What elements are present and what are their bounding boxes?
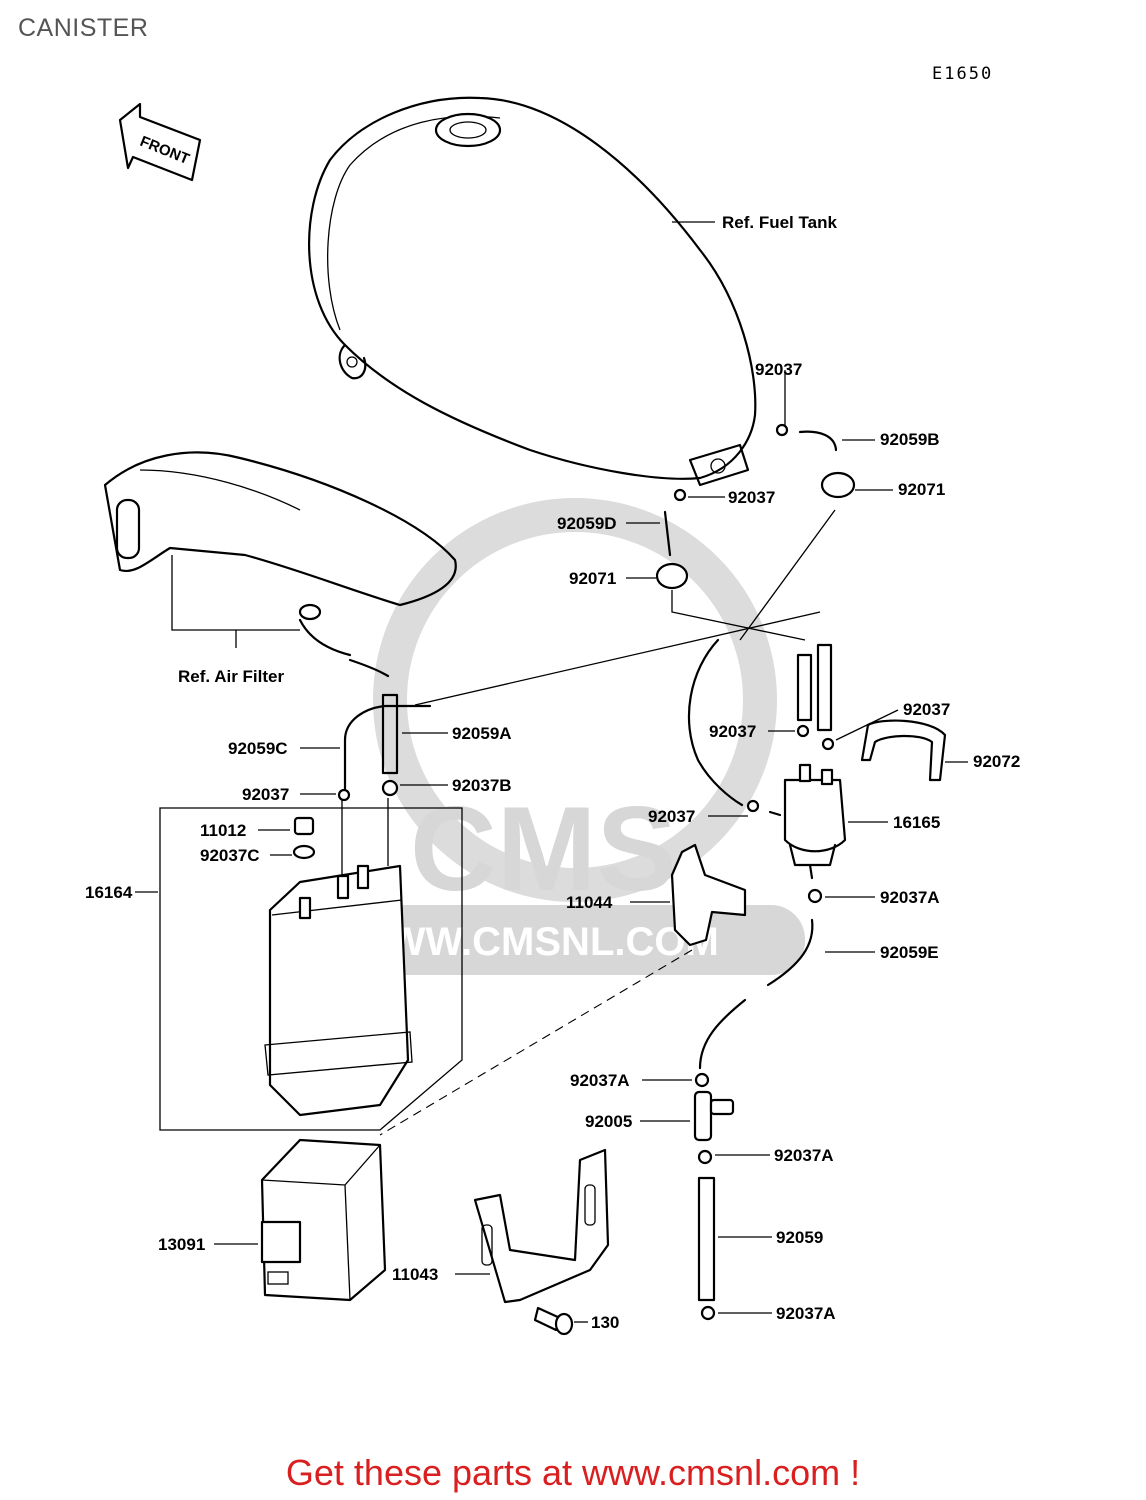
clamp-92037a-1	[807, 888, 823, 904]
label-92071-left: 92071	[569, 569, 616, 588]
front-arrow-icon: FRONT	[118, 102, 202, 182]
cover-13091	[260, 1138, 387, 1302]
label-92037-left: 92037	[242, 785, 289, 804]
label-11012: 11012	[200, 821, 246, 840]
clamp-92037c	[292, 844, 316, 860]
joint-92005	[693, 1090, 735, 1142]
label-92037-right: 92037	[903, 700, 950, 719]
label-92037a-2: 92037A	[570, 1071, 630, 1090]
label-92037-top: 92037	[755, 360, 802, 379]
guide-line-11044	[379, 949, 693, 1136]
label-13091: 13091	[158, 1235, 205, 1254]
label-92059: 92059	[776, 1228, 823, 1247]
label-16165: 16165	[893, 813, 940, 832]
label-92037b: 92037B	[452, 776, 512, 795]
label-92037c: 92037C	[200, 846, 260, 865]
label-92005: 92005	[585, 1112, 632, 1131]
clamp-92037-right	[821, 737, 835, 751]
hose-lower	[698, 998, 747, 1070]
label-92059b: 92059B	[880, 430, 940, 449]
hose-92059d	[663, 510, 672, 557]
label-ref-fuel-tank: Ref. Fuel Tank	[722, 213, 837, 232]
hose-92059e	[766, 918, 814, 987]
clamp-92072	[860, 719, 947, 782]
canister-16164	[264, 798, 413, 1117]
clamp-92037a-2	[694, 1072, 710, 1088]
page-title: CANISTER	[18, 14, 149, 42]
label-92072: 92072	[973, 752, 1020, 771]
clamp-92037a-4	[700, 1305, 716, 1321]
label-92037-mid: 92037	[709, 722, 756, 741]
clamp-92037-tank	[673, 488, 687, 502]
label-11044: 11044	[566, 893, 613, 912]
air-filter	[103, 451, 457, 678]
clamp-92037b	[381, 779, 399, 797]
label-16164: 16164	[85, 883, 133, 902]
watermark-url: WWW.CMSNL.COM	[350, 920, 719, 964]
label-92071-right: 92071	[898, 480, 945, 499]
label-92037a-3: 92037A	[774, 1146, 834, 1165]
hose-92059	[697, 1176, 716, 1302]
bolt-130	[533, 1306, 574, 1336]
label-11043: 11043	[392, 1265, 438, 1284]
label-92059a: 92059A	[452, 724, 512, 743]
bracket-11044	[670, 843, 747, 947]
diagram-code: E1650	[932, 64, 993, 84]
label-92037-filter: 92037	[648, 807, 695, 826]
label-92037a-4: 92037A	[776, 1304, 836, 1323]
hose-92059c	[343, 704, 432, 792]
cap-92071-right	[820, 471, 856, 499]
leader-air-filter	[171, 555, 300, 648]
clamp-92037-mid	[796, 724, 810, 738]
cap-11012	[293, 816, 315, 836]
connection-lines	[671, 509, 836, 641]
fuel-tank	[308, 96, 757, 487]
label-92037a-1: 92037A	[880, 888, 940, 907]
label-92059c: 92059C	[228, 739, 288, 758]
bracket-11043	[473, 1148, 610, 1304]
label-92037-tank: 92037	[728, 488, 775, 507]
clamp-92037-left	[337, 788, 351, 802]
clamp-92037a-3	[697, 1149, 713, 1165]
clamp-92037-filter	[746, 799, 760, 813]
label-130: 130	[591, 1313, 619, 1332]
hose-pair	[796, 643, 833, 732]
label-92059e: 92059E	[880, 943, 939, 962]
long-hose	[687, 638, 744, 807]
footer-cta-link[interactable]: Get these parts at www.cmsnl.com !	[285, 1452, 861, 1493]
watermark-logo: CMS	[410, 782, 677, 916]
cap-92071-left	[655, 562, 689, 590]
hose-92059a	[381, 693, 399, 775]
label-92059d: 92059D	[557, 514, 617, 533]
fuel-filter-16165	[768, 763, 847, 880]
connection-line-cross	[414, 611, 821, 706]
bracket-16164	[159, 807, 463, 1131]
hose-92059b	[775, 423, 838, 452]
label-ref-air-filter: Ref. Air Filter	[178, 667, 284, 686]
